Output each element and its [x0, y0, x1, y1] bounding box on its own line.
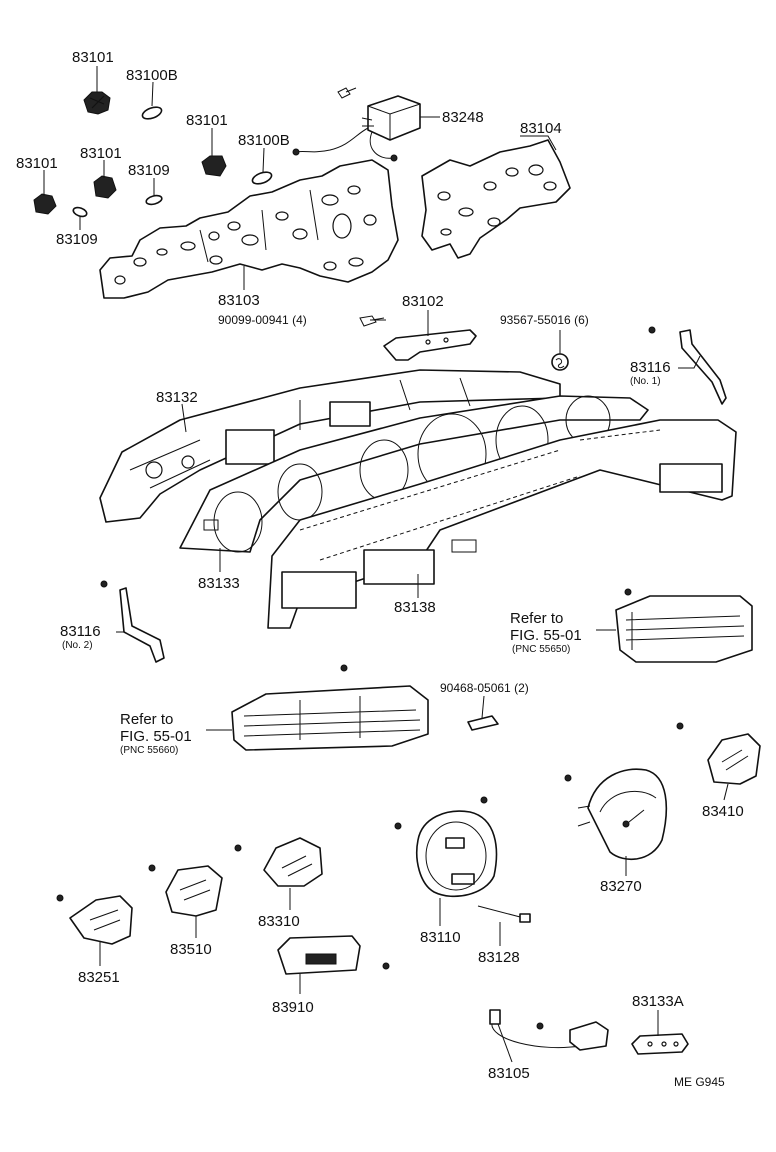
socket-83101-b — [201, 155, 227, 177]
label-83101-a: 83101 — [72, 49, 114, 66]
refer-left-line1: Refer to — [120, 711, 173, 728]
speedometer-83110 — [394, 796, 498, 898]
label-83100b-b: 83100B — [238, 132, 290, 149]
bulb-83100b-b — [251, 171, 273, 185]
label-83128: 83128 — [478, 949, 520, 966]
bulb-83100b-a — [141, 106, 163, 120]
relay-83248 — [292, 87, 421, 162]
label-83116-no2-sub: (No. 2) — [62, 640, 93, 651]
bulb-83109-b — [72, 206, 88, 218]
label-83133: 83133 — [198, 575, 240, 592]
label-83100b-a: 83100B — [126, 67, 178, 84]
label-83116-no2: 83116 — [60, 623, 101, 640]
label-83103: 83103 — [218, 292, 260, 309]
label-83270: 83270 — [600, 878, 642, 895]
refer-right-line3: (PNC 55650) — [512, 644, 570, 655]
label-83101-b: 83101 — [186, 112, 228, 129]
label-83510: 83510 — [170, 941, 212, 958]
label-93567: 93567-55016 (6) — [500, 313, 589, 327]
label-83104: 83104 — [520, 120, 562, 137]
label-83410: 83410 — [702, 803, 744, 820]
refer-left-line2: FIG. 55-01 — [120, 728, 192, 745]
label-83109-b: 83109 — [56, 231, 98, 248]
footer-code: ME G945 — [674, 1075, 725, 1089]
label-83132: 83132 — [156, 389, 198, 406]
socket-83101-c — [33, 193, 57, 215]
label-83133a: 83133A — [632, 993, 684, 1010]
register-right — [615, 588, 753, 663]
label-83138: 83138 — [394, 599, 436, 616]
bulb-83109-a — [145, 194, 163, 206]
socket-83101-d — [93, 175, 117, 199]
socket-83101-a — [83, 91, 111, 115]
label-83110: 83110 — [420, 929, 461, 946]
meter-hood-83138 — [267, 419, 737, 629]
meter-cluster-83133 — [179, 395, 649, 553]
label-83910: 83910 — [272, 999, 314, 1016]
label-83310: 83310 — [258, 913, 300, 930]
label-83116-no1: 83116 — [630, 359, 671, 376]
switch-83133a — [631, 1033, 689, 1055]
tachometer-83270 — [564, 768, 668, 860]
label-83116-no1-sub: (No. 1) — [630, 376, 661, 387]
clip-93567 — [551, 353, 569, 371]
label-83109-a: 83109 — [128, 162, 170, 179]
gauge-83510 — [148, 864, 223, 917]
gauge-83251 — [56, 894, 133, 945]
wire-harness-83105 — [489, 1009, 609, 1051]
meter-case-83132 — [99, 369, 561, 523]
label-83105: 83105 — [488, 1065, 530, 1082]
label-90099: 90099-00941 (4) — [218, 313, 307, 327]
refer-right-line2: FIG. 55-01 — [510, 627, 582, 644]
gauge-83410 — [676, 722, 761, 785]
bracket-83102 — [383, 329, 477, 361]
label-83248: 83248 — [442, 109, 484, 126]
bracket-83116-no2 — [100, 580, 165, 663]
printed-circuit-83104 — [421, 139, 571, 259]
label-83101-c: 83101 — [16, 155, 58, 172]
clip-90468 — [467, 715, 499, 731]
module-83910 — [277, 935, 390, 975]
label-90468: 90468-05061 (2) — [440, 681, 529, 695]
bracket-83116-no1 — [648, 326, 727, 405]
label-83101-d: 83101 — [80, 145, 122, 162]
leader-lines — [43, 66, 729, 1063]
refer-right-line1: Refer to — [510, 610, 563, 627]
label-83251: 83251 — [78, 969, 120, 986]
screw-90099 — [359, 315, 385, 327]
printed-circuit-83103 — [99, 159, 399, 299]
gauge-83310 — [234, 837, 323, 887]
refer-left-line3: (PNC 55660) — [120, 745, 178, 756]
label-83102: 83102 — [402, 293, 444, 310]
register-left — [231, 664, 429, 751]
cable-83128 — [477, 905, 531, 923]
